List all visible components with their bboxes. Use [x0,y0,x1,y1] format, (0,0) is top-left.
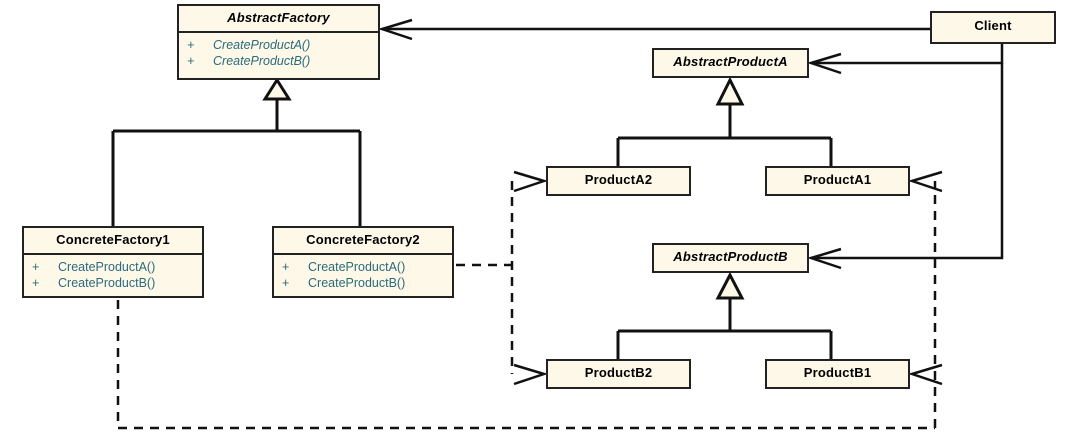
class-box-concrete-factory-1[interactable]: ConcreteFactory1 + CreateProductA() + Crea… [22,226,204,298]
edge-concretefactory1-creates-products [116,181,937,430]
class-box-product-b2[interactable]: ProductB2 [546,359,691,389]
class-name-product-a2: ProductA2 [584,172,653,187]
visibility-marker: + [282,275,290,290]
inheritance-triangle-abstractfactory [262,77,292,101]
class-box-product-a1[interactable]: ProductA1 [765,166,910,196]
edge-client-uses-abstractfactory [377,18,930,41]
visibility-marker: + [187,53,195,68]
arrowhead-productb2 [513,363,549,386]
class-name-abstract-product-a: AbstractProductA [673,54,788,69]
member-signature: CreateProductA() [308,259,406,274]
member-signature: CreateProductB() [58,275,156,290]
class-name-product-a1: ProductA1 [803,172,872,187]
class-box-concrete-factory-2[interactable]: ConcreteFactory2 + CreateProductA() + Crea… [272,226,454,298]
class-box-product-a2[interactable]: ProductA2 [546,166,691,196]
class-members-concrete-factory-2: + CreateProductA() + CreateProductB() [274,252,452,296]
member-row: + CreateProductA() [274,259,452,275]
edge-concretefactory-inherits-abstractfactory [111,98,362,226]
class-name-product-b1: ProductB1 [803,365,872,380]
member-signature: CreateProductB() [308,275,406,290]
class-name-abstract-product-b: AbstractProductB [673,249,788,264]
class-name-abstract-factory: AbstractFactory [227,10,330,25]
class-name-client: Client [974,18,1012,33]
arrowhead-producta1 [907,170,943,193]
class-name-product-b2: ProductB2 [584,365,653,380]
member-signature: CreateProductA() [213,37,311,52]
arrowhead-producta2 [513,170,549,193]
edge-productb-inherits-abstractproductb [616,297,833,359]
class-box-abstract-product-a[interactable]: AbstractProductA [652,48,809,78]
class-box-client[interactable]: Client [930,11,1056,44]
class-box-abstract-product-b[interactable]: AbstractProductB [652,243,809,273]
class-members-concrete-factory-1: + CreateProductA() + CreateProductB() [24,252,202,296]
member-row: + CreateProductA() [24,259,202,275]
visibility-marker: + [32,275,40,290]
edge-client-uses-abstractproductb [806,63,1004,270]
class-box-product-b1[interactable]: ProductB1 [765,359,910,389]
member-row: + CreateProductB() [24,275,202,291]
class-name-concrete-factory-2: ConcreteFactory2 [306,232,420,247]
member-row: + CreateProductB() [274,275,452,291]
member-row: + CreateProductB() [179,53,378,69]
class-name-concrete-factory-1: ConcreteFactory1 [56,232,170,247]
inheritance-triangle-abstractproducta [715,76,745,106]
arrowhead-productb1 [907,363,943,386]
visibility-marker: + [282,259,290,274]
edge-client-uses-abstractproducta [806,44,1004,75]
member-row: + CreateProductA() [179,37,378,53]
visibility-marker: + [32,259,40,274]
inheritance-triangle-abstractproductb [715,271,745,300]
visibility-marker: + [187,37,195,52]
edge-concretefactory2-creates-products [456,181,514,374]
class-box-abstract-factory[interactable]: AbstractFactory + CreateProductA() + Creat… [177,4,380,80]
edge-producta-inherits-abstractproducta [616,103,833,166]
member-signature: CreateProductB() [213,53,311,68]
class-members-abstract-factory: + CreateProductA() + CreateProductB() [179,30,378,74]
member-signature: CreateProductA() [58,259,156,274]
